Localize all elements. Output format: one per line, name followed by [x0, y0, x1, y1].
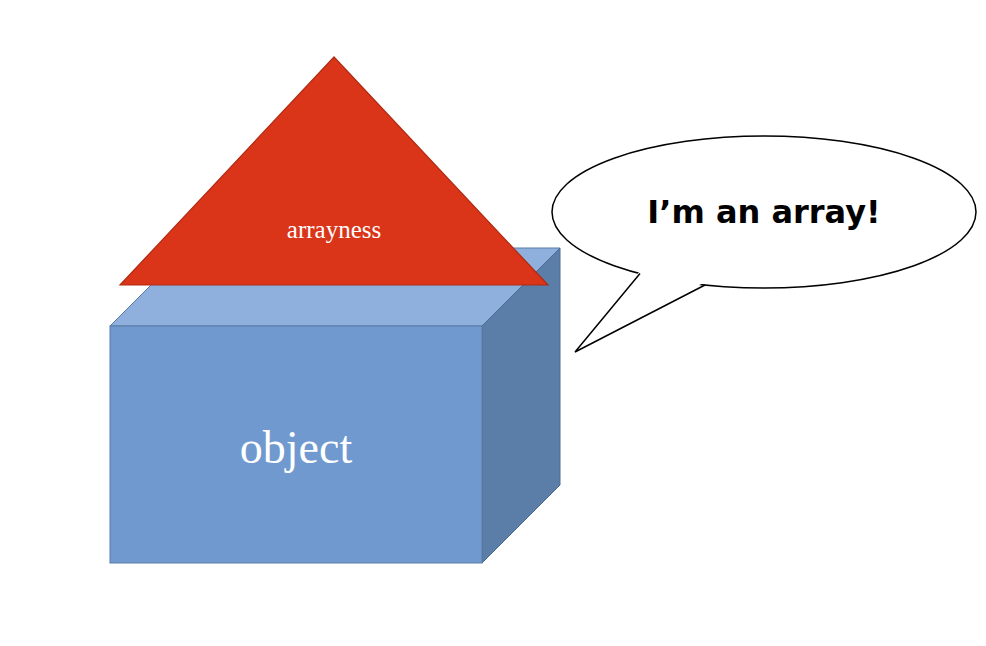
object-box-outline [110, 248, 560, 563]
bubble-tail-fill [575, 265, 705, 352]
triangle-shape [120, 57, 548, 285]
node-label: I’m an array! [551, 194, 977, 231]
box-side-face [482, 248, 560, 563]
object-box: object [110, 248, 560, 563]
node-label: object [71, 422, 521, 475]
arrayness-triangle: arrayness [120, 57, 548, 285]
box-top-face [110, 248, 560, 326]
arrayness-triangle-outline [120, 57, 548, 285]
speech-bubble: I’m an array! [551, 135, 977, 289]
bubble-tail [575, 274, 705, 352]
bubble-outline [552, 136, 976, 288]
node-label: arrayness [120, 216, 548, 245]
